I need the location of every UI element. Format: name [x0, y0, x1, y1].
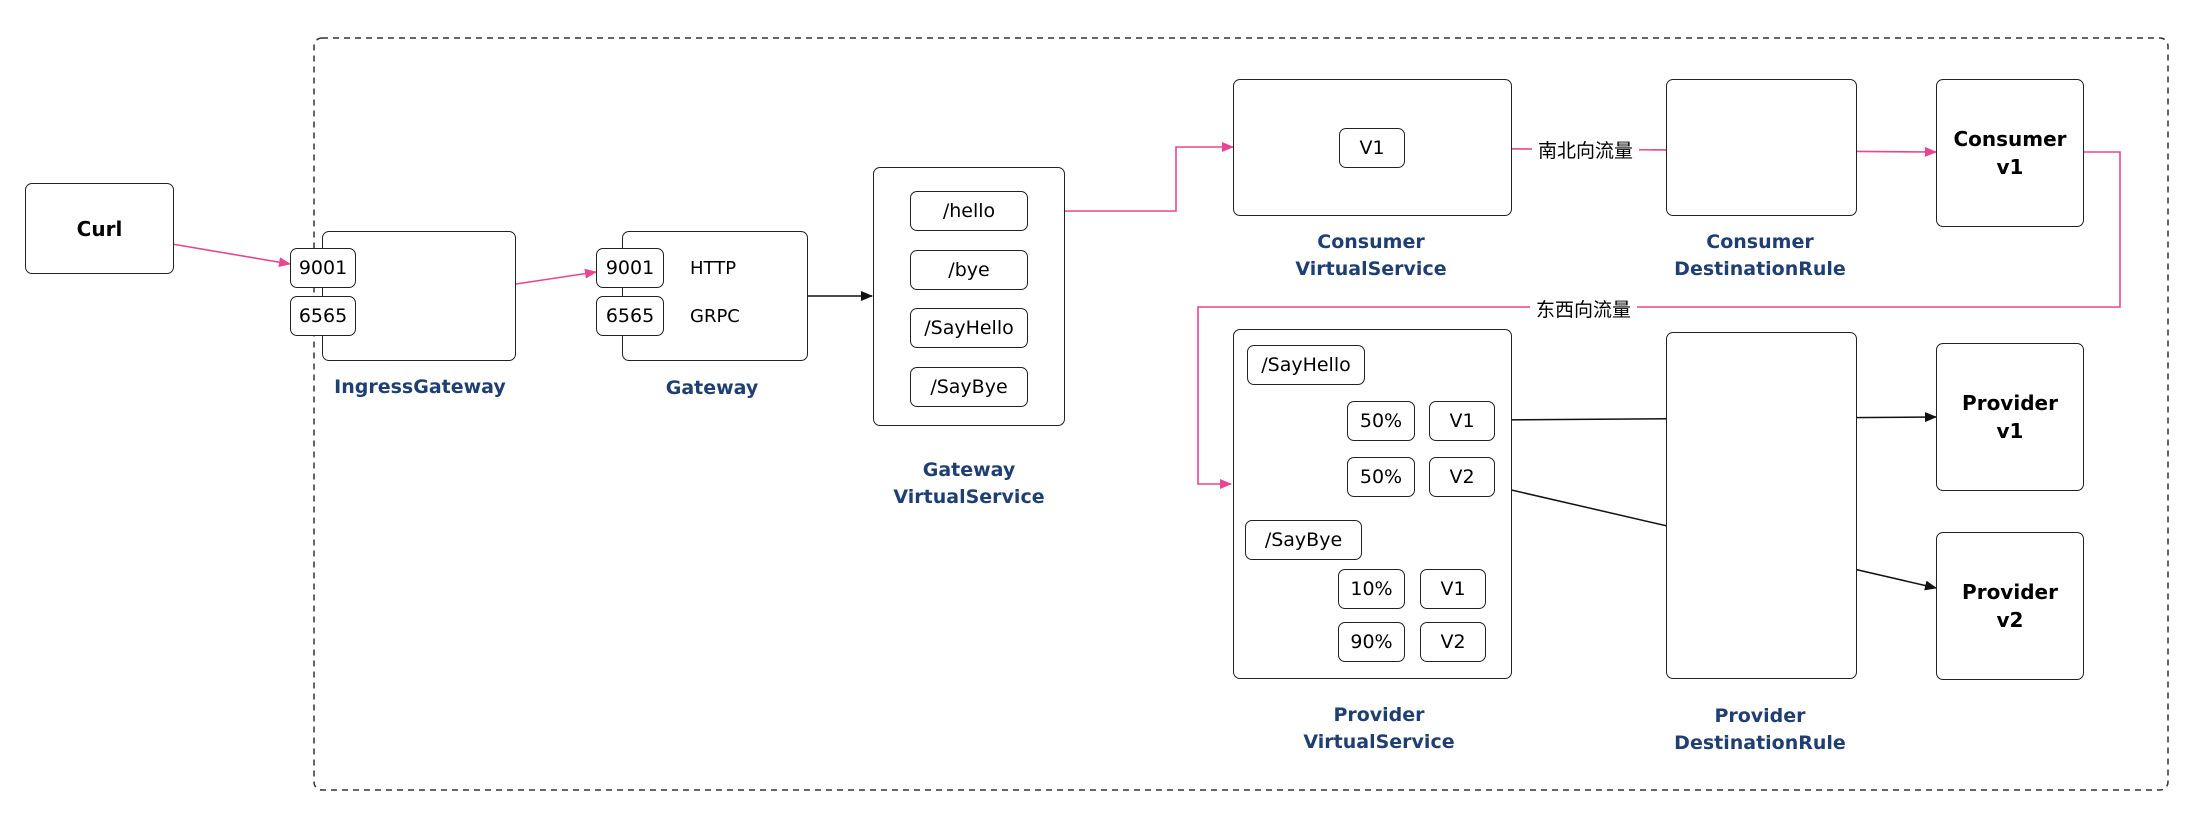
edge-ingress-to-gateway	[515, 268, 597, 285]
sayhello-weight-v2: 50%	[1347, 457, 1415, 497]
route-hello: /hello	[910, 191, 1028, 231]
provider-destinationrule-box	[1666, 332, 1857, 679]
north-south-traffic-label: 南北向流量	[1532, 136, 1640, 163]
provider-virtualservice-box	[1233, 329, 1512, 679]
gateway-port-6565: 6565	[596, 296, 664, 336]
gateway-port-9001: 9001	[596, 248, 664, 288]
ingress-port-6565: 6565	[290, 296, 356, 336]
provider-virtualservice-caption: Provider VirtualService	[1303, 704, 1455, 753]
consumer-v1-node: Consumer v1	[1936, 79, 2084, 227]
saybye-subset-v1: V1	[1420, 569, 1486, 609]
ingress-port-9001: 9001	[290, 248, 356, 288]
gateway-protocol-http: HTTP	[690, 258, 737, 279]
east-west-traffic-label: 东西向流量	[1530, 295, 1638, 322]
route-sayhello: /SayHello	[910, 308, 1028, 348]
edge-east-west-traffic	[1197, 151, 2121, 489]
curl-label: Curl	[76, 216, 123, 241]
mesh-boundary	[313, 37, 2169, 791]
sayhello-weight-v1: 50%	[1347, 401, 1415, 441]
route-bye: /bye	[910, 250, 1028, 290]
ingress-gateway-caption: IngressGateway	[334, 376, 506, 398]
gateway-caption: Gateway	[665, 377, 759, 399]
gateway-virtualservice-caption: Gateway VirtualService	[893, 459, 1045, 508]
gateway-protocol-grpc: GRPC	[690, 306, 740, 327]
provider-v1-node: Provider v1	[1936, 343, 2084, 491]
edge-curl-to-ingress	[171, 243, 291, 268]
consumer-destinationrule-caption: Consumer DestinationRule	[1674, 231, 1846, 280]
sayhello-subset-v1: V1	[1429, 401, 1495, 441]
provider-route-sayhello: /SayHello	[1247, 345, 1365, 385]
saybye-weight-v1: 10%	[1338, 569, 1405, 609]
curl-node: Curl	[25, 183, 174, 274]
saybye-subset-v2: V2	[1420, 622, 1486, 662]
provider-route-saybye: /SayBye	[1245, 520, 1362, 560]
sayhello-subset-v2: V2	[1429, 457, 1495, 497]
provider-v2-node: Provider v2	[1936, 532, 2084, 680]
edge-hello-to-consumer-vs	[1028, 142, 1234, 212]
provider-destinationrule-caption: Provider DestinationRule	[1674, 705, 1846, 754]
consumer-subset-v1: V1	[1339, 128, 1405, 168]
route-saybye: /SayBye	[910, 367, 1028, 407]
consumer-destinationrule-box	[1666, 79, 1857, 216]
consumer-virtualservice-caption: Consumer VirtualService	[1295, 231, 1447, 280]
saybye-weight-v2: 90%	[1338, 622, 1405, 662]
